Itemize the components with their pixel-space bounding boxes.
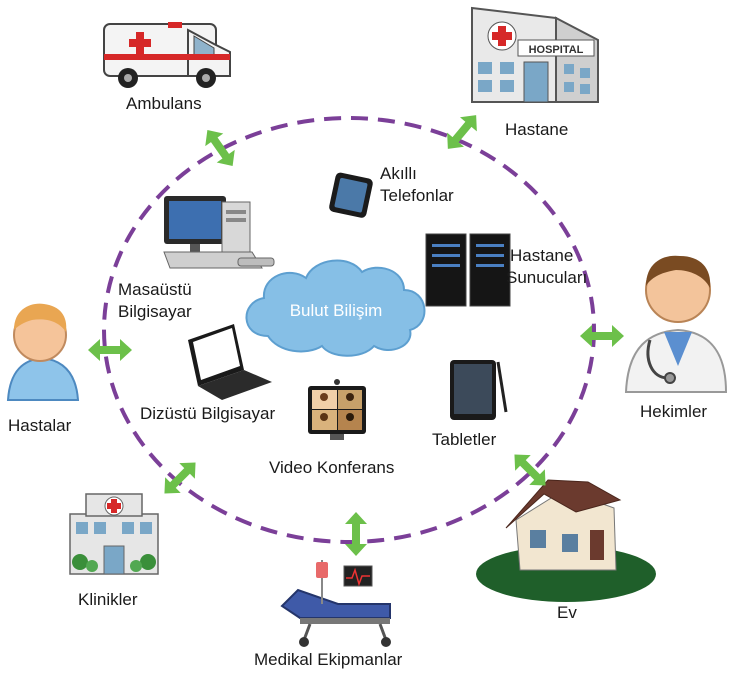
ambulance-label: Ambulans: [126, 94, 202, 113]
tablet-icon: [450, 360, 508, 420]
servers-label-line1: Hastane: [510, 246, 574, 265]
home-label: Ev: [557, 603, 577, 622]
patient-connection-arrow: [88, 339, 132, 361]
patient-icon: [6, 303, 80, 401]
cloud-icon: [245, 259, 426, 357]
hospital-icon: HOSPITAL: [471, 6, 599, 103]
servers-label-line2: Sunucuları: [506, 268, 588, 287]
doctor-icon: [624, 255, 728, 393]
ambulance-connection-arrow: [205, 129, 235, 167]
network-ring: [102, 116, 596, 544]
video-conference-label: Video Konferans: [269, 458, 395, 477]
equipment-label: Medikal Ekipmanlar: [254, 650, 403, 669]
video-conference-icon: [308, 379, 366, 440]
hospital-sign: HOSPITAL: [529, 44, 584, 56]
equipment-connection-arrow: [345, 512, 367, 556]
laptop-label: Dizüstü Bilgisayar: [140, 404, 276, 423]
cloud-label: Bulut Bilişim: [290, 301, 383, 320]
hospital-connection-arrow: [447, 115, 477, 149]
medical-bed-icon: [280, 560, 391, 647]
clinics-label: Klinikler: [78, 590, 138, 609]
server-icon: [425, 233, 511, 307]
doctor-connection-arrow: [580, 325, 624, 347]
clinic-connection-arrow: [164, 462, 196, 494]
ambulance-icon: [103, 22, 231, 88]
desktop-label-line1: Masaüstü: [118, 280, 192, 299]
hospital-label: Hastane: [505, 120, 569, 139]
clinic-icon: [69, 493, 159, 575]
home-connection-arrow: [514, 454, 546, 486]
smartphone-label-line2: Telefonlar: [380, 186, 454, 205]
desktop-label-line2: Bilgisayar: [118, 302, 192, 321]
desktop-computer-icon: [163, 196, 275, 269]
doctors-label: Hekimler: [640, 402, 708, 421]
patients-label: Hastalar: [8, 416, 72, 435]
laptop-icon: [188, 324, 272, 400]
smartphone-label-line1: Akıllı: [380, 164, 417, 183]
smartphone-icon: [329, 172, 373, 218]
tablets-label: Tabletler: [432, 430, 497, 449]
house-icon: [476, 479, 656, 602]
